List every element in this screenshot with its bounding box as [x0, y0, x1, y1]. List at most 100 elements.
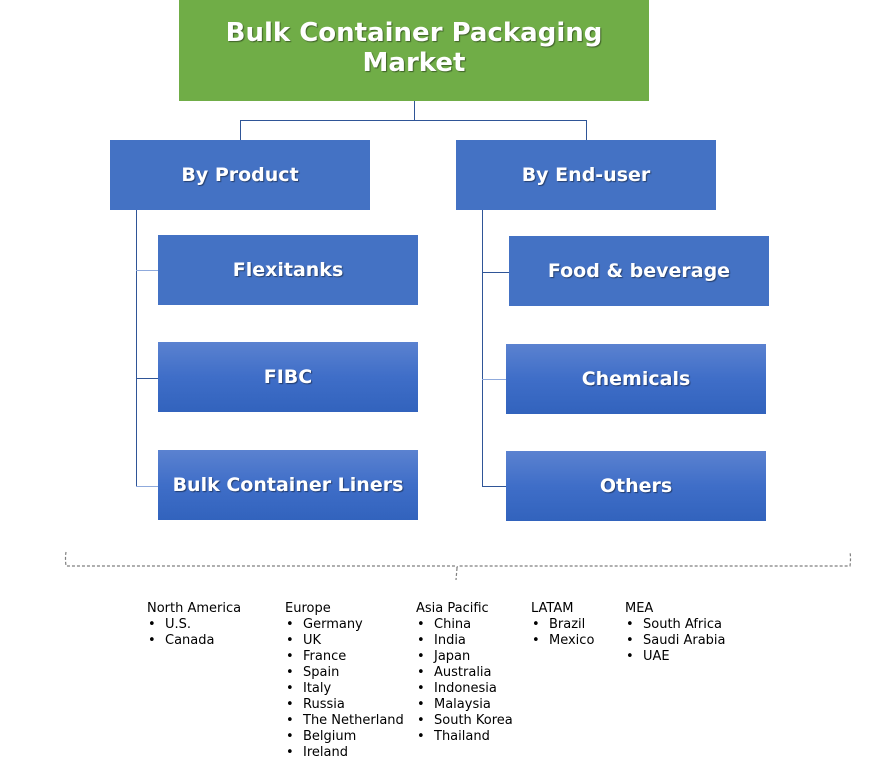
country-name: Spain [303, 665, 340, 680]
bullet-icon: • [417, 617, 425, 632]
country-item: • Japan [416, 649, 513, 665]
country-name: Italy [303, 681, 332, 696]
country-item: •Russia [285, 697, 404, 713]
end-user-label: Food & beverage [547, 260, 731, 282]
country-name: Thailand [434, 729, 490, 744]
region-north-america: North America • U.S.•Canada [147, 601, 241, 649]
country-name: Malaysia [434, 697, 491, 712]
bullet-icon: • [626, 617, 634, 632]
country-list: •China•India•Japan•Australia•Indonesia•M… [416, 617, 513, 745]
connector-root-down [414, 101, 415, 121]
region-title: North America [147, 601, 242, 616]
region-title: Asia Pacific [416, 601, 489, 616]
product-label: FIBC [263, 366, 313, 388]
region-title: LATAM [531, 601, 574, 616]
bullet-icon: • [532, 633, 540, 648]
connector-product-item-3 [136, 486, 158, 487]
country-name: The Netherland [303, 713, 404, 728]
category-label: By End-user [521, 164, 651, 186]
bullet-icon: • [417, 729, 425, 744]
country-item: • Spain [285, 665, 404, 681]
country-item: •Germany [285, 617, 404, 633]
country-item: • Ireland [285, 745, 404, 761]
country-name: Ireland [303, 745, 348, 760]
title-line-2: Market [362, 47, 466, 78]
country-item: •South Africa [625, 617, 726, 633]
country-item: •Brazil [531, 617, 594, 633]
bullet-icon: • [148, 617, 156, 632]
region-latam: LATAM •Brazil• Mexico [531, 601, 594, 649]
connector-to-by-end-user [586, 120, 587, 140]
country-item: • Mexico [531, 633, 594, 649]
country-name: UK [303, 633, 322, 648]
region-title: MEA [625, 601, 654, 616]
category-node-by-product: By Product [110, 140, 370, 210]
connector-product-vertical [136, 210, 137, 486]
country-name: Canada [165, 633, 215, 648]
country-item: •Malaysia [416, 697, 513, 713]
category-label: By Product [181, 164, 299, 186]
title-line-1: Bulk Container Packaging [225, 17, 603, 48]
country-item: • Italy [285, 681, 404, 697]
country-list: •Brazil• Mexico [531, 617, 594, 649]
country-item: • UK [285, 633, 404, 649]
country-name: Japan [434, 649, 471, 664]
country-name: China [434, 617, 472, 632]
country-item: •Belgium [285, 729, 404, 745]
bullet-icon: • [417, 681, 425, 696]
region-bracket [64, 551, 852, 581]
bullet-icon: • [417, 665, 425, 680]
region-title: Europe [285, 601, 331, 616]
connector-end-user-vertical [482, 210, 483, 487]
connector-root-horizontal [240, 120, 587, 121]
country-name: Indonesia [434, 681, 497, 696]
country-item: •UAE [625, 649, 726, 665]
end-user-node-chemicals: Chemicals [506, 344, 766, 414]
country-list: •Germany•UK•France•Spain•Italy•Russia•Th… [285, 617, 404, 761]
bullet-icon: • [286, 745, 294, 760]
country-list: •South Africa•Saudi Arabia•UAE [625, 617, 726, 665]
product-label: Bulk Container Liners [172, 474, 404, 496]
country-name: Mexico [549, 633, 595, 648]
country-name: U.S. [165, 617, 192, 632]
region-asia-pacific: Asia Pacific •China•India•Japan•Australi… [416, 601, 513, 745]
bullet-icon: • [286, 681, 294, 696]
product-node-bulk-container-liners: Bulk Container Liners [158, 450, 418, 520]
root-node-market-title: Bulk Container Packaging Market [179, 0, 649, 101]
country-name: Saudi Arabia [643, 633, 726, 648]
product-node-fibc: FIBC [158, 342, 418, 412]
country-item: •Saudi Arabia [625, 633, 726, 649]
connector-end-user-item-2 [482, 379, 506, 380]
end-user-label: Others [599, 475, 673, 497]
country-item: • The Netherland [285, 713, 404, 729]
region-mea: MEA •South Africa•Saudi Arabia•UAE [625, 601, 726, 665]
bullet-icon: • [417, 633, 425, 648]
country-item: •Canada [147, 633, 241, 649]
connector-end-user-item-3 [482, 486, 506, 487]
bullet-icon: • [532, 617, 540, 632]
connector-to-by-product [240, 120, 241, 140]
country-item: •France [285, 649, 404, 665]
bullet-icon: • [286, 729, 294, 744]
bracket-line [64, 551, 852, 569]
bullet-icon: • [417, 649, 425, 664]
country-item: •India [416, 633, 513, 649]
category-node-by-end-user: By End-user [456, 140, 716, 210]
country-list: • U.S.•Canada [147, 617, 241, 649]
end-user-label: Chemicals [581, 368, 691, 390]
country-item: • Thailand [416, 729, 513, 745]
bullet-icon: • [286, 713, 294, 728]
bullet-icon: • [626, 649, 634, 664]
bullet-icon: • [286, 665, 294, 680]
country-item: • U.S. [147, 617, 241, 633]
bullet-icon: • [286, 697, 294, 712]
country-item: • Indonesia [416, 681, 513, 697]
country-item: •South Korea [416, 713, 513, 729]
country-name: France [303, 649, 347, 664]
region-europe: Europe •Germany•UK•France•Spain•Italy•Ru… [285, 601, 404, 761]
bullet-icon: • [286, 633, 294, 648]
connector-product-item-2 [136, 378, 158, 379]
country-item: • China [416, 617, 513, 633]
end-user-node-others: Others [506, 451, 766, 521]
connector-end-user-item-1 [482, 272, 509, 273]
